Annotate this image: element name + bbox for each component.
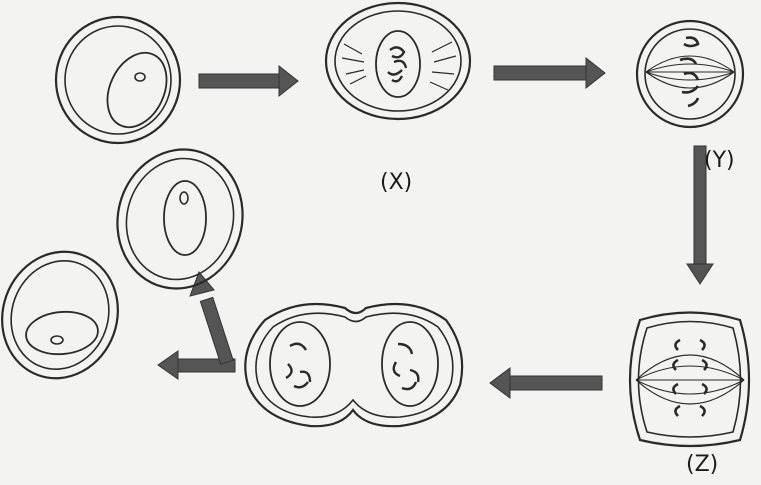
label-z: (Z): [686, 452, 718, 477]
label-y: (Y): [704, 148, 735, 173]
label-x: (X): [380, 170, 412, 195]
arrow-z-to-telophase: [490, 368, 602, 398]
arrow-x-to-y: [494, 58, 605, 88]
interphase-cell: [56, 17, 180, 143]
metaphase-cell-y: [637, 21, 743, 127]
telophase-cell: [245, 304, 462, 426]
prophase-cell-x: [326, 3, 470, 119]
daughter-cell-lower: [0, 235, 135, 394]
daughter-cell-upper: [102, 135, 258, 302]
arrow-interphase-to-x: [199, 66, 298, 96]
anaphase-cell-z: [630, 313, 749, 447]
